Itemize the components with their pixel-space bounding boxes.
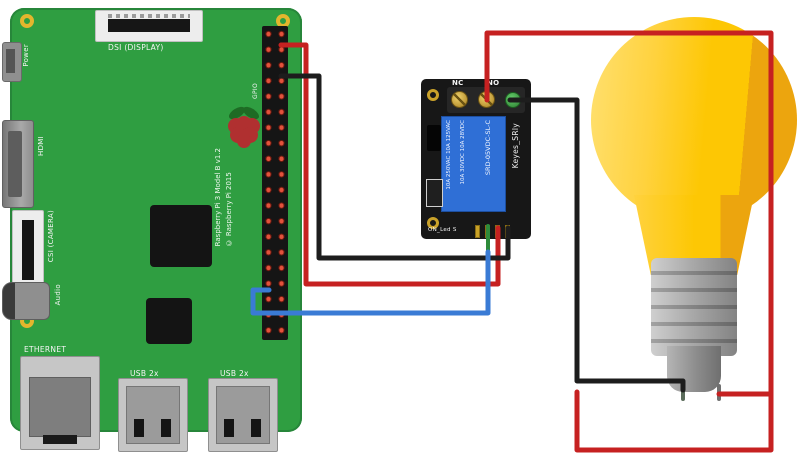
relay-pin-vcc bbox=[495, 225, 500, 238]
silkscreen-text: Raspberry Pi 3 Model B v1.2 © Raspberry … bbox=[214, 148, 233, 246]
relay-pin-gnd bbox=[505, 225, 510, 238]
mounting-hole bbox=[427, 89, 439, 101]
csi-ribbon-slot bbox=[22, 220, 34, 280]
soc-chip bbox=[150, 205, 212, 267]
relay-module: NC NO 10A 250VAC 10A 125VAC 10A 30VDC 10… bbox=[421, 79, 531, 239]
dsi-connector bbox=[95, 10, 203, 42]
csi-label: CSI (CAMERA) bbox=[47, 210, 55, 263]
relay-rating-2: 10A 30VDC 10A 28VDC bbox=[460, 120, 466, 185]
ethernet-label: ETHERNET bbox=[24, 345, 67, 354]
hdmi-label: HDMI bbox=[37, 136, 45, 156]
hdmi-slot bbox=[8, 131, 22, 197]
chip bbox=[146, 298, 192, 344]
usb-port bbox=[208, 378, 278, 452]
raspberry-pi-board: Power DSI (DISPLAY) HDMI CSI (CAMERA) Au… bbox=[2, 8, 302, 452]
relay-rating-1: 10A 250VAC 10A 125VAC bbox=[446, 120, 452, 190]
hdmi-connector bbox=[2, 120, 34, 208]
dsi-connector-teeth bbox=[108, 14, 190, 18]
terminal-screw-nc bbox=[451, 91, 468, 108]
micro-usb-slot bbox=[6, 49, 15, 73]
component bbox=[426, 179, 443, 207]
nc-label: NC bbox=[452, 79, 464, 87]
terminal-no bbox=[505, 92, 521, 108]
ethernet-pin-slot bbox=[43, 435, 77, 444]
usb-label: USB 2x bbox=[130, 369, 159, 378]
light-bulb bbox=[585, 10, 800, 410]
usb-pin-slot bbox=[224, 419, 234, 437]
bulb-glass bbox=[591, 17, 797, 223]
relay-brand: Keyes_SRly bbox=[511, 123, 520, 169]
usb-port bbox=[118, 378, 188, 452]
gpio-label: GPIO bbox=[252, 83, 259, 99]
power-label: Power bbox=[22, 44, 30, 67]
silkscreen-line2: © Raspberry Pi 2015 bbox=[225, 172, 233, 247]
transistor bbox=[427, 125, 441, 151]
silkscreen-line1: Raspberry Pi 3 Model B v1.2 bbox=[214, 148, 222, 247]
gpio-header bbox=[262, 26, 288, 340]
dsi-label: DSI (DISPLAY) bbox=[108, 43, 164, 52]
mounting-hole bbox=[20, 14, 34, 28]
ethernet-port bbox=[20, 356, 100, 450]
relay-pin-signal bbox=[485, 225, 490, 238]
no-label: NO bbox=[487, 79, 500, 87]
bulb-base-tip bbox=[667, 346, 721, 392]
usb-pin-slot bbox=[161, 419, 171, 437]
usb-pin-slot bbox=[251, 419, 261, 437]
terminal-screw-com bbox=[478, 91, 495, 108]
audio-label: Audio bbox=[54, 284, 62, 306]
micro-usb-power-connector bbox=[2, 42, 22, 82]
dsi-ribbon-slot bbox=[108, 19, 190, 32]
relay-pin bbox=[475, 225, 480, 238]
usb-slot bbox=[216, 386, 270, 444]
audio-jack bbox=[2, 282, 50, 320]
relay-model: SRD-05VDC-SL-C bbox=[484, 120, 492, 176]
relay-coil-block: 10A 250VAC 10A 125VAC 10A 30VDC 10A 28VD… bbox=[441, 116, 506, 212]
csi-connector bbox=[12, 210, 44, 290]
usb-pin-slot bbox=[134, 419, 144, 437]
ethernet-slot bbox=[29, 377, 91, 437]
relay-pin-label: ON_Led S bbox=[428, 227, 457, 233]
bulb-screw-base bbox=[651, 258, 737, 356]
usb-label: USB 2x bbox=[220, 369, 249, 378]
raspberry-pi-logo-icon bbox=[228, 106, 260, 148]
